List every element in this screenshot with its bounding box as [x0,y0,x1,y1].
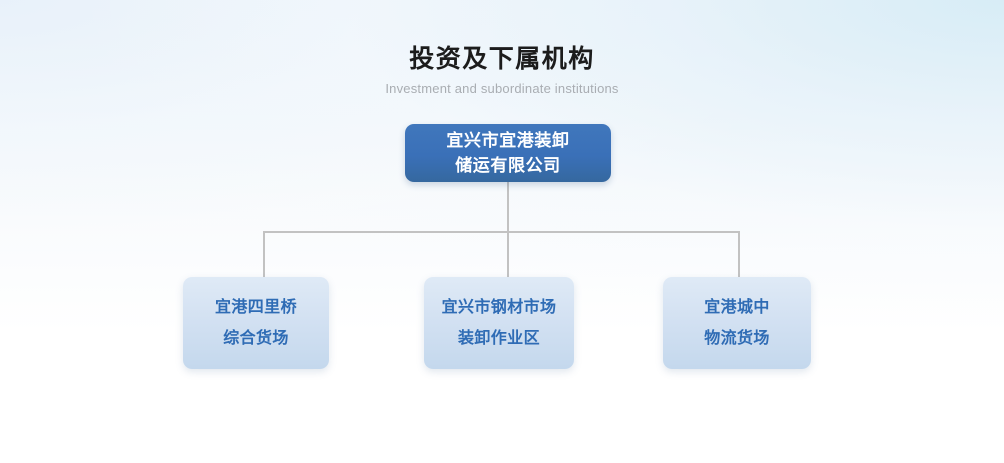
org-node-child-1[interactable]: 宜港四里桥 综合货场 [183,277,329,369]
org-node-root[interactable]: 宜兴市宜港装卸 储运有限公司 [405,124,611,182]
connector-drop-child-1 [263,231,265,278]
org-node-child-2-line-2: 装卸作业区 [457,330,540,347]
connector-horizontal-bus [263,231,740,233]
org-node-child-3-line-2: 物流货场 [704,330,770,347]
org-node-root-line-2: 储运有限公司 [455,156,561,175]
org-node-child-2-line-1: 宜兴市钢材市场 [441,299,557,316]
org-node-root-line-1: 宜兴市宜港装卸 [446,131,570,150]
org-node-child-2[interactable]: 宜兴市钢材市场 装卸作业区 [424,277,574,369]
connector-root-stem [507,182,509,233]
page-title: 投资及下属机构 [409,45,595,73]
page-heading: 投资及下属机构 Investment and subordinate insti… [0,44,1004,97]
connector-drop-child-3 [738,231,740,278]
org-node-child-3-line-1: 宜港城中 [704,299,770,316]
org-node-child-1-line-2: 综合货场 [223,330,289,347]
org-node-child-1-line-1: 宜港四里桥 [214,299,297,316]
page-subtitle: Investment and subordinate institutions [385,81,619,96]
connector-drop-child-2 [507,231,509,278]
org-node-child-3[interactable]: 宜港城中 物流货场 [663,277,811,369]
